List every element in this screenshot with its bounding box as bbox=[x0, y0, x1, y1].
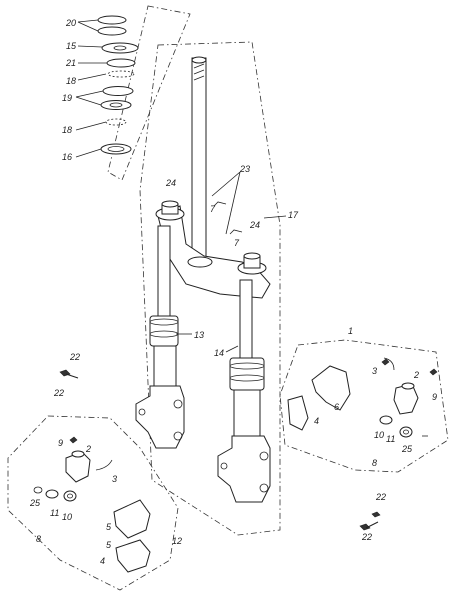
callout-16: 16 bbox=[62, 152, 72, 162]
callout-3b: 3 bbox=[112, 474, 117, 484]
callout-11a: 11 bbox=[386, 434, 395, 444]
callout-22a: 22 bbox=[69, 352, 80, 362]
callout-22d: 22 bbox=[361, 532, 372, 542]
leader-lines bbox=[75, 19, 287, 353]
callout-25b: 25 bbox=[29, 498, 41, 508]
assembly-boundaries bbox=[7, 5, 449, 591]
callout-4b: 4 bbox=[100, 556, 105, 566]
bolts-22 bbox=[59, 369, 381, 531]
callout-1: 1 bbox=[348, 326, 353, 336]
callout-7a: 7 bbox=[210, 204, 216, 214]
callout-2b: 2 bbox=[85, 444, 91, 454]
brake-assembly-right bbox=[287, 357, 438, 438]
callout-19: 19 bbox=[62, 93, 72, 103]
callout-24b: 24 bbox=[249, 220, 260, 230]
callout-9b: 9 bbox=[58, 438, 63, 448]
callout-4a: 4 bbox=[314, 416, 319, 426]
callout-15: 15 bbox=[66, 41, 77, 51]
callout-10a: 10 bbox=[374, 430, 384, 440]
callout-12: 12 bbox=[172, 536, 182, 546]
callout-8b: 8 bbox=[36, 534, 41, 544]
callout-17: 17 bbox=[288, 210, 299, 220]
callout-18b: 18 bbox=[62, 125, 72, 135]
steering-stem bbox=[191, 56, 207, 269]
brake-assembly-left bbox=[33, 436, 151, 573]
callout-7b: 7 bbox=[234, 238, 240, 248]
right-fork-leg bbox=[217, 279, 271, 503]
triple-clamp bbox=[155, 200, 271, 299]
callout-22c: 22 bbox=[375, 492, 386, 502]
callout-5b: 5 bbox=[106, 540, 112, 550]
callout-3a: 3 bbox=[372, 366, 377, 376]
callout-10b: 10 bbox=[62, 512, 72, 522]
callout-9a: 9 bbox=[432, 392, 437, 402]
callout-24a: 24 bbox=[165, 178, 176, 188]
callout-23: 23 bbox=[239, 164, 250, 174]
callout-2a: 2 bbox=[413, 370, 419, 380]
callout-25a: 25 bbox=[401, 444, 413, 454]
callout-6: 6 bbox=[334, 402, 339, 412]
callout-labels: 20 15 21 18 19 18 16 23 24 7 17 24 7 13 … bbox=[29, 18, 437, 566]
callout-20: 20 bbox=[65, 18, 76, 28]
callout-22b: 22 bbox=[53, 388, 64, 398]
callout-11b: 11 bbox=[50, 508, 59, 518]
bearing-stack bbox=[97, 15, 139, 155]
callout-18a: 18 bbox=[66, 76, 76, 86]
callout-14: 14 bbox=[214, 348, 224, 358]
callout-8a: 8 bbox=[372, 458, 377, 468]
callout-13: 13 bbox=[194, 330, 204, 340]
callout-21: 21 bbox=[65, 58, 76, 68]
left-fork-leg bbox=[135, 225, 185, 449]
callout-5a: 5 bbox=[106, 522, 112, 532]
